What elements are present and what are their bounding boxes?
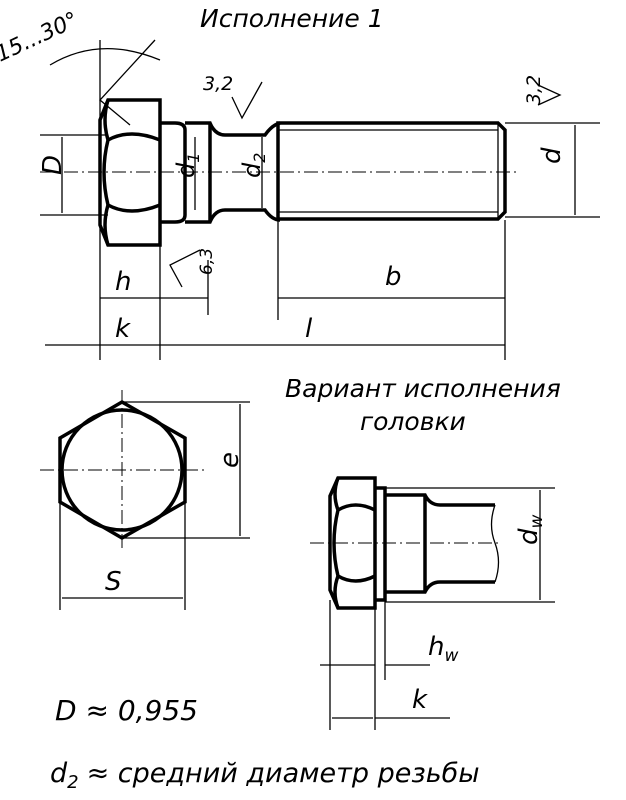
thread-root [278,123,499,219]
title: Исполнение 1 [200,4,384,33]
note-D: D ≈ 0,955 [55,694,198,727]
roughness-label-2: 3,2 [523,75,545,105]
chamfer-line [99,39,156,126]
washer-face [160,121,187,224]
variant-head-view [310,476,555,730]
variant-title: Вариант исполнения [285,374,561,403]
label-S: S [105,567,122,597]
note-d2-text: ≈ средний диаметр резьбы [87,758,480,789]
note-d2-sub: 2 [67,772,78,793]
roughness-mark [231,81,263,120]
dw-sub: w [527,514,547,528]
dw-sym: d [514,528,544,545]
variant-neck [385,493,495,594]
label-d1: d1 [172,153,203,178]
ext-lines [59,401,250,610]
label-k2: k [412,685,428,715]
note-d2: d2 ≈ средний диаметр резьбы [50,758,480,793]
head-facets [332,477,376,609]
roughness-label: 3,2 [203,73,233,95]
main-bolt-view [40,39,600,360]
label-dw: dw [514,514,547,545]
roughness-label-3: 6,3 [197,248,217,275]
roughness-mark-3 [169,249,201,288]
hex-end-view [40,390,250,610]
label-k: k [115,314,131,344]
extension-lines [40,40,600,360]
d2-sym: d [238,162,266,178]
neck [185,121,281,224]
label-l: l [305,314,313,344]
thread [276,121,507,221]
angle-label: 15...30° [0,8,82,68]
label-d: d [537,147,567,164]
washer-collar [375,486,387,602]
label-hw: hw [428,632,458,666]
d2-sub: 2 [250,153,269,163]
label-e: e [215,452,245,468]
label-D: D [38,155,68,175]
variant-title-2: головки [360,407,466,436]
d1-sub: 1 [184,153,203,163]
roughness-mark-2 [537,84,562,106]
angle-arc [49,47,161,66]
label-d2: d2 [238,153,269,178]
d1-sym: d [172,162,200,178]
note-d2-sym: d [50,758,68,789]
label-h: h [115,267,131,297]
hw-sub: w [444,646,458,666]
hw-sym: h [428,632,444,662]
label-b: b [385,262,402,292]
head-facets [102,99,161,246]
break-line [490,504,500,583]
